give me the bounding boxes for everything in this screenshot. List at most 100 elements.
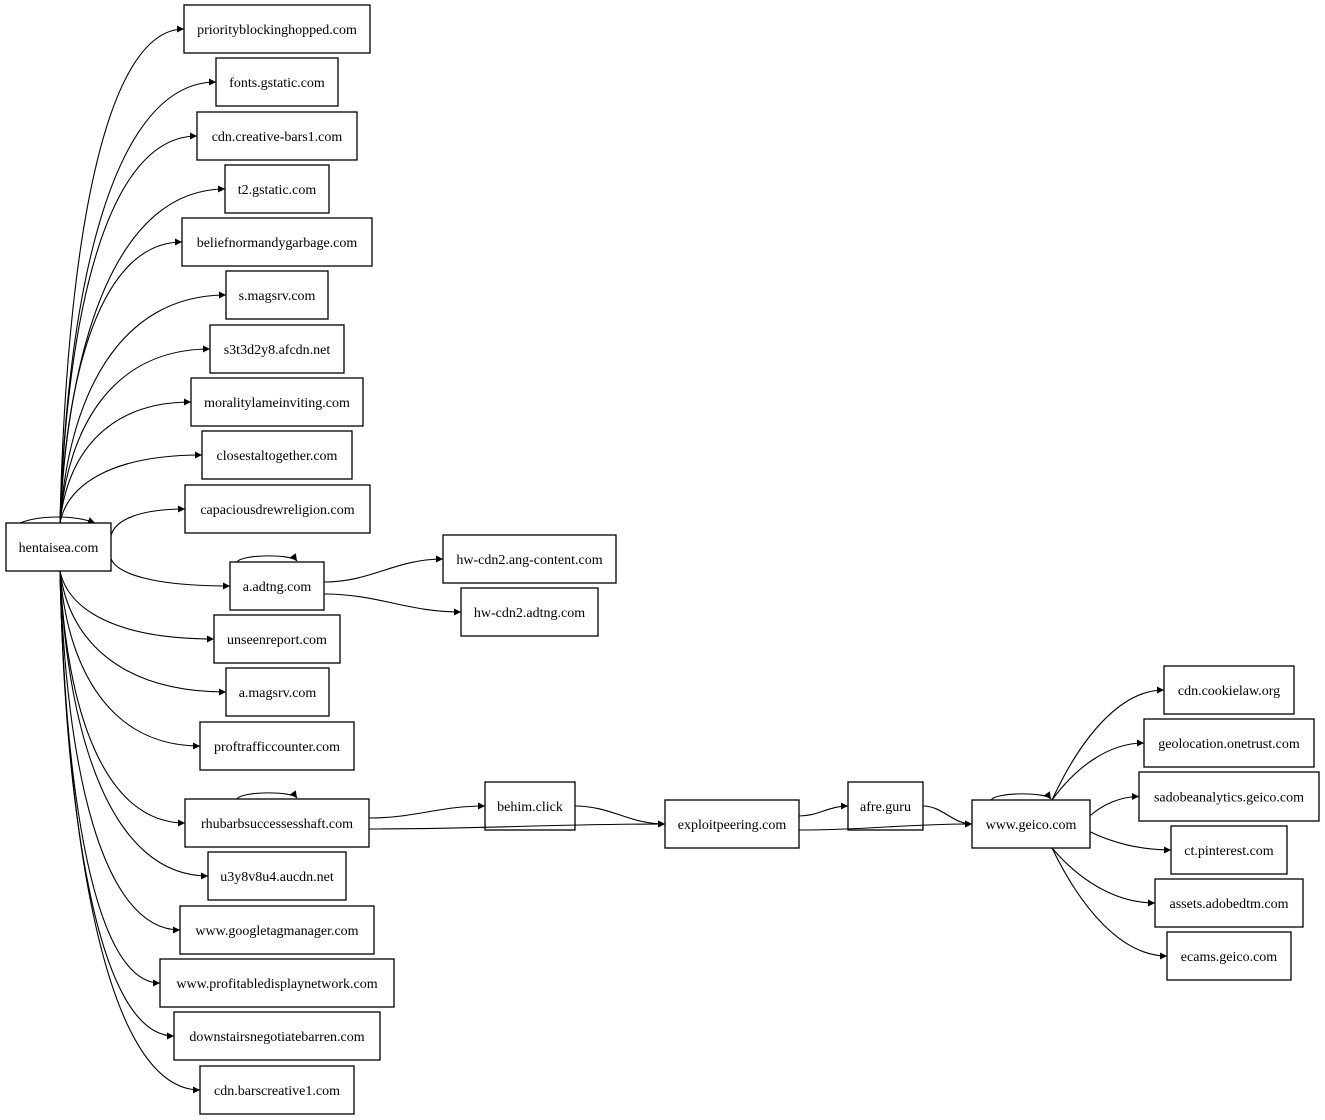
- node-label: capaciousdrewreligion.com: [200, 503, 354, 518]
- node-box: [209, 324, 345, 374]
- edge-hentaisea-to-cdncreativebars1: [59, 132, 198, 524]
- node-capaciousdrewreligion-com: capaciousdrewreligion.com: [184, 484, 371, 534]
- edge-hentaisea-to-closestaltogether: [59, 451, 203, 524]
- node-a-magsrv-com: a.magsrv.com: [225, 667, 330, 717]
- node-unseenreport-com: unseenreport.com: [213, 614, 341, 664]
- node-label: u3y8v8u4.aucdn.net: [220, 870, 334, 885]
- edge-hentaisea-to-u3y8v8u4aucdn: [59, 570, 209, 880]
- node-box: [190, 377, 364, 427]
- node-exploitpeering-com: exploitpeering.com: [664, 799, 800, 849]
- node-label: assets.adobedtm.com: [1170, 897, 1289, 912]
- node-box: [173, 1011, 381, 1061]
- edge-hentaisea-to-priorityblockinghopped: [59, 25, 185, 524]
- node-proftrafficcounter-com: proftrafficcounter.com: [199, 721, 355, 771]
- edge-rhubarbsuccessesshaft-to-rhubarbsuccessesshaft: [236, 790, 298, 800]
- node-www-geico-com: www.geico.com: [971, 799, 1091, 849]
- edges-layer: [19, 25, 1172, 1094]
- node-label: s.magsrv.com: [239, 289, 316, 304]
- edge-hentaisea-to-unseenreport: [59, 570, 215, 643]
- edge-rhubarbsuccessesshaft-to-exploitpeering: [368, 820, 666, 830]
- node-geolocation-onetrust-com: geolocation.onetrust.com: [1143, 718, 1315, 768]
- node-box: [1163, 665, 1295, 715]
- edge-hentaisea-to-capaciousdrewreligion: [110, 505, 186, 536]
- node-hw-cdn2-ang-content-com: hw-cdn2.ang-content.com: [442, 534, 617, 584]
- node-label: cdn.creative-bars1.com: [212, 130, 343, 145]
- node-fonts-gstatic-com: fonts.gstatic.com: [215, 57, 339, 107]
- node-label: ecams.geico.com: [1181, 950, 1278, 965]
- node-box: [225, 667, 330, 717]
- node-label: behim.click: [497, 800, 563, 815]
- node-label: beliefnormandygarbage.com: [197, 236, 358, 251]
- node-downstairsnegotiatebarren-com: downstairsnegotiatebarren.com: [173, 1011, 381, 1061]
- node-label: a.adtng.com: [243, 580, 312, 595]
- node-label: sadobeanalytics.geico.com: [1154, 791, 1304, 806]
- node-afre-guru: afre.guru: [847, 781, 924, 831]
- node-label: priorityblockinghopped.com: [197, 23, 357, 38]
- node-label: t2.gstatic.com: [238, 183, 317, 198]
- node-label: hw-cdn2.adtng.com: [474, 606, 585, 621]
- node-label: www.googletagmanager.com: [195, 924, 358, 939]
- node-box: [971, 799, 1091, 849]
- node-box: [229, 561, 325, 611]
- edge-aadtng-to-hwcdn2adtng: [323, 593, 462, 616]
- node-ecams-geico-com: ecams.geico.com: [1166, 931, 1292, 981]
- edge-hentaisea-to-moralitylameinviting: [59, 398, 192, 524]
- edge-hentaisea-to-cdnbarscreative1: [59, 570, 201, 1094]
- node-u3y8v8u4-aucdn-net: u3y8v8u4.aucdn.net: [207, 851, 347, 901]
- node-box: [199, 1065, 355, 1115]
- node-label: exploitpeering.com: [678, 818, 787, 833]
- edge-hentaisea-to-wwwgoogletagmanager: [59, 570, 181, 934]
- node-label: downstairsnegotiatebarren.com: [189, 1030, 364, 1045]
- node-label: cdn.barscreative1.com: [214, 1084, 340, 1099]
- node-label: hentaisea.com: [19, 541, 99, 556]
- node-box: [1143, 718, 1315, 768]
- node-moralitylameinviting-com: moralitylameinviting.com: [190, 377, 364, 427]
- node-www-googletagmanager-com: www.googletagmanager.com: [179, 905, 375, 955]
- node-hentaisea-com: hentaisea.com: [5, 522, 112, 572]
- node-ct-pinterest-com: ct.pinterest.com: [1170, 825, 1288, 875]
- edge-exploitpeering-to-afreguru: [798, 802, 849, 817]
- node-box: [179, 905, 375, 955]
- node-t2-gstatic-com: t2.gstatic.com: [224, 164, 330, 214]
- edge-hentaisea-to-amagsrv: [59, 570, 227, 696]
- edge-rhubarbsuccessesshaft-to-behimclick: [368, 802, 486, 819]
- node-cdn-cookielaw-org: cdn.cookielaw.org: [1163, 665, 1295, 715]
- edge-wwwgeico-to-geolocationonetrust: [1051, 739, 1145, 801]
- edge-wwwgeico-to-cdncookielaw: [1051, 686, 1165, 801]
- edge-hentaisea-to-hentaisea: [19, 516, 96, 524]
- node-label: www.profitabledisplaynetwork.com: [176, 977, 377, 992]
- node-label: closestaltogether.com: [217, 449, 338, 464]
- node-label: hw-cdn2.ang-content.com: [456, 553, 602, 568]
- edge-aadtng-to-aadtng: [236, 553, 298, 563]
- node-box: [184, 484, 371, 534]
- node-box: [199, 721, 355, 771]
- node-box: [224, 164, 330, 214]
- edge-hentaisea-to-proftrafficcounter: [59, 570, 201, 750]
- node-www-profitabledisplaynetwork-com: www.profitabledisplaynetwork.com: [159, 958, 395, 1008]
- edge-exploitpeering-to-wwwgeico: [798, 820, 973, 831]
- node-box: [201, 430, 353, 480]
- node-box: [196, 111, 358, 161]
- edge-hentaisea-to-aadtng: [110, 558, 231, 590]
- node-box: [1138, 771, 1320, 822]
- node-s-magsrv-com: s.magsrv.com: [225, 270, 329, 320]
- node-priorityblockinghopped-com: priorityblockinghopped.com: [183, 4, 371, 54]
- node-box: [484, 781, 576, 831]
- edge-hentaisea-to-rhubarbsuccessesshaft: [59, 570, 186, 827]
- node-label: moralitylameinviting.com: [204, 396, 350, 411]
- node-label: ct.pinterest.com: [1184, 844, 1274, 859]
- edge-aadtng-to-hwcdn2angcontent: [323, 555, 444, 583]
- node-box: [215, 57, 339, 107]
- node-label: s3t3d2y8.afcdn.net: [224, 343, 331, 358]
- node-s3t3d2y8-afcdn-net: s3t3d2y8.afcdn.net: [209, 324, 345, 374]
- node-hw-cdn2-adtng-com: hw-cdn2.adtng.com: [460, 587, 599, 637]
- node-label: rhubarbsuccessesshaft.com: [201, 817, 353, 832]
- node-a-adtng-com: a.adtng.com: [229, 561, 325, 611]
- edge-hentaisea-to-smagsrv: [59, 291, 227, 524]
- nodes-layer: hentaisea.com priorityblockinghopped.com f…: [5, 4, 1320, 1115]
- node-cdn-creative-bars1-com: cdn.creative-bars1.com: [196, 111, 358, 161]
- node-box: [181, 217, 373, 267]
- node-beliefnormandygarbage-com: beliefnormandygarbage.com: [181, 217, 373, 267]
- node-box: [5, 522, 112, 572]
